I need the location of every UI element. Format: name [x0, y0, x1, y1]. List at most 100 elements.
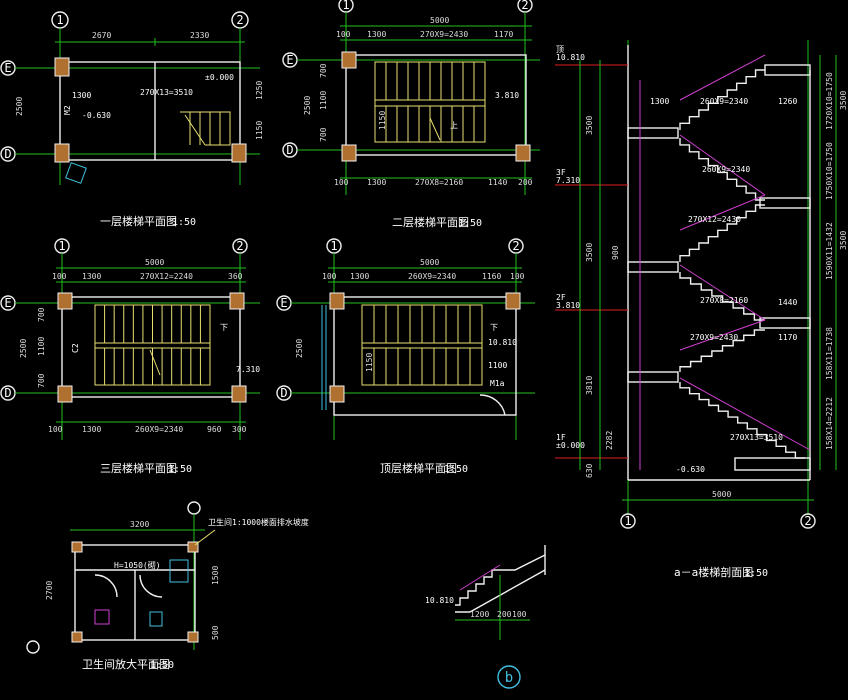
section-right-dim-2: 1750X10=1750 — [825, 142, 834, 200]
plan2-dim-top-2: 1300 — [367, 30, 386, 39]
plan4-axis-d: D — [280, 386, 287, 400]
plan2-dim-bot-4: 1140 — [488, 178, 507, 187]
plan4-dim-top-5: 100 — [510, 272, 525, 281]
plan2-dim-bot-3: 270X8=2160 — [415, 178, 463, 187]
plan4-door-m: M1a — [490, 379, 505, 388]
section-level-2: 7.310 — [556, 176, 580, 185]
section-stair-flight — [679, 204, 765, 262]
plan2-dim-bot-2: 1300 — [367, 178, 386, 187]
section-stair-flight — [679, 69, 765, 130]
section-grid-b: 2 — [804, 514, 811, 528]
plan2-up: 上 — [450, 121, 458, 130]
bathroom-plan: 3200 卫生间1:1000楼面排水坡度 H=1050(砌) 2700 1500… — [26, 501, 309, 671]
plan1-axis-e: E — [4, 61, 11, 75]
section-floor-1: 1F — [556, 433, 566, 442]
detail-dim-1: 1200 — [470, 610, 489, 619]
section-dim-900: 900 — [611, 245, 620, 260]
plan3-dim-left-2: 700 — [37, 307, 46, 322]
section-stair-flight — [679, 138, 765, 201]
plan3-grid-a: 1 — [58, 239, 65, 253]
plan2-scale: 1:50 — [458, 218, 482, 229]
section-level-3: 3.810 — [556, 301, 580, 310]
bath-dim-500: 500 — [211, 625, 220, 640]
plan2-axis-e: E — [286, 53, 293, 67]
plan2-grid-a: 1 — [342, 0, 349, 12]
section-floor-3: 3F — [556, 168, 566, 177]
plan3-elev: 7.310 — [236, 365, 260, 374]
plan2-dim-total: 5000 — [430, 16, 449, 25]
section-dim-5000: 5000 — [712, 490, 731, 499]
plan1-dim-top-1: 2670 — [92, 31, 111, 40]
bath-title: 卫生间放大平面图 — [82, 657, 170, 671]
plan3-scale: 1:50 — [168, 464, 192, 475]
plan4-grid-b: 2 — [512, 239, 519, 253]
section-run-2: 260X9=2340 — [702, 165, 750, 174]
plan3-axis-d: D — [4, 386, 11, 400]
plan2-elev: 3.810 — [495, 91, 519, 100]
plan-3: 1 2 E D 5000 100 1300 270X12=2240 360 下 … — [0, 238, 260, 475]
plan1-dim-1300: 1300 — [72, 91, 91, 100]
plan3-down: 下 — [220, 323, 228, 332]
plan3-grid-b: 2 — [236, 239, 243, 253]
plan2-axis-d: D — [286, 143, 293, 157]
section-right-dim-4: 158X11=1738 — [825, 327, 834, 380]
plan3-dim-left-4: 700 — [37, 373, 46, 388]
section-level-4: ±0.000 — [556, 441, 585, 450]
plan3-dim-bot-4: 960 — [207, 425, 222, 434]
section-dim-1440: 1440 — [778, 298, 797, 307]
section-floor-2: 2F — [556, 293, 566, 302]
plan3-dim-bot-2: 1300 — [82, 425, 101, 434]
detail-elev: 10.810 — [425, 596, 454, 605]
section-stair-flight — [679, 329, 765, 372]
plan2-dim-top-1: 100 — [336, 30, 351, 39]
section-left-dim-5: 2282 — [605, 431, 614, 450]
section-title: a－a楼梯剖面图 — [674, 565, 753, 579]
detail-grid: b — [505, 670, 513, 686]
plan4-dim-top-4: 1160 — [482, 272, 501, 281]
plan3-dim-top-2: 1300 — [82, 272, 101, 281]
section-floor-top: 顶 — [556, 45, 564, 54]
section-run-3: 270X12=2430 — [688, 215, 741, 224]
plan4-dim-total: 5000 — [420, 258, 439, 267]
section-left-dim-3: 3810 — [585, 376, 594, 395]
plan3-dim-bot-3: 260X9=2340 — [135, 425, 183, 434]
section-dim-1300: 1300 — [650, 97, 669, 106]
plan2-grid-b: 2 — [521, 0, 528, 12]
plan2-dim-1150: 1150 — [378, 111, 387, 130]
plan1-scale: 1:50 — [172, 217, 196, 228]
plan1-door-m: M2 — [63, 105, 72, 115]
detail-dim-3: 100 — [512, 610, 527, 619]
section-dim-1260: 1260 — [778, 97, 797, 106]
plan4-elev: 10.810 — [488, 338, 517, 347]
plan3-dim-top-3: 270X12=2240 — [140, 272, 193, 281]
plan4-dim-top-3: 260X9=2340 — [408, 272, 456, 281]
bath-height: H=1050(砌) — [114, 561, 161, 570]
section-elev-base: -0.630 — [676, 465, 705, 474]
section-run-4: 270X8=2160 — [700, 296, 748, 305]
section-right-total-1: 3500 — [839, 91, 848, 110]
section-right-dim-5: 158X14=2212 — [825, 397, 834, 450]
plan3-dim-left-1: 2500 — [19, 339, 28, 358]
plan1-grid-b: 2 — [236, 13, 243, 27]
plan1-dim-1150: 1150 — [255, 121, 264, 140]
plan3-dim-left-3: 1100 — [37, 337, 46, 356]
plan2-dim-left-1: 2500 — [303, 96, 312, 115]
detail-b: 10.810 1200 200 100 b — [425, 545, 546, 689]
plan1-title: 一层楼梯平面图 — [100, 214, 177, 228]
plan2-dim-bot-5: 200 — [518, 178, 533, 187]
plan1-elev2: -0.630 — [82, 111, 111, 120]
plan2-dim-bot-1: 100 — [334, 178, 349, 187]
plan2-dim-left-4: 700 — [319, 127, 328, 142]
section-left-dim-1: 3500 — [585, 116, 594, 135]
plan4-axis-e: E — [280, 296, 287, 310]
plan4-dim-1100: 1100 — [488, 361, 507, 370]
detail-dim-2: 200 — [497, 610, 512, 619]
plan4-dim-top-2: 1300 — [350, 272, 369, 281]
plan3-dim-top-1: 100 — [52, 272, 67, 281]
section-right-total-2: 3500 — [839, 231, 848, 250]
plan1-axis-d: D — [4, 147, 11, 161]
plan4-dim-1150: 1150 — [365, 353, 374, 372]
section-left-dim-4: 630 — [585, 463, 594, 478]
section-stair-flight — [679, 272, 765, 321]
